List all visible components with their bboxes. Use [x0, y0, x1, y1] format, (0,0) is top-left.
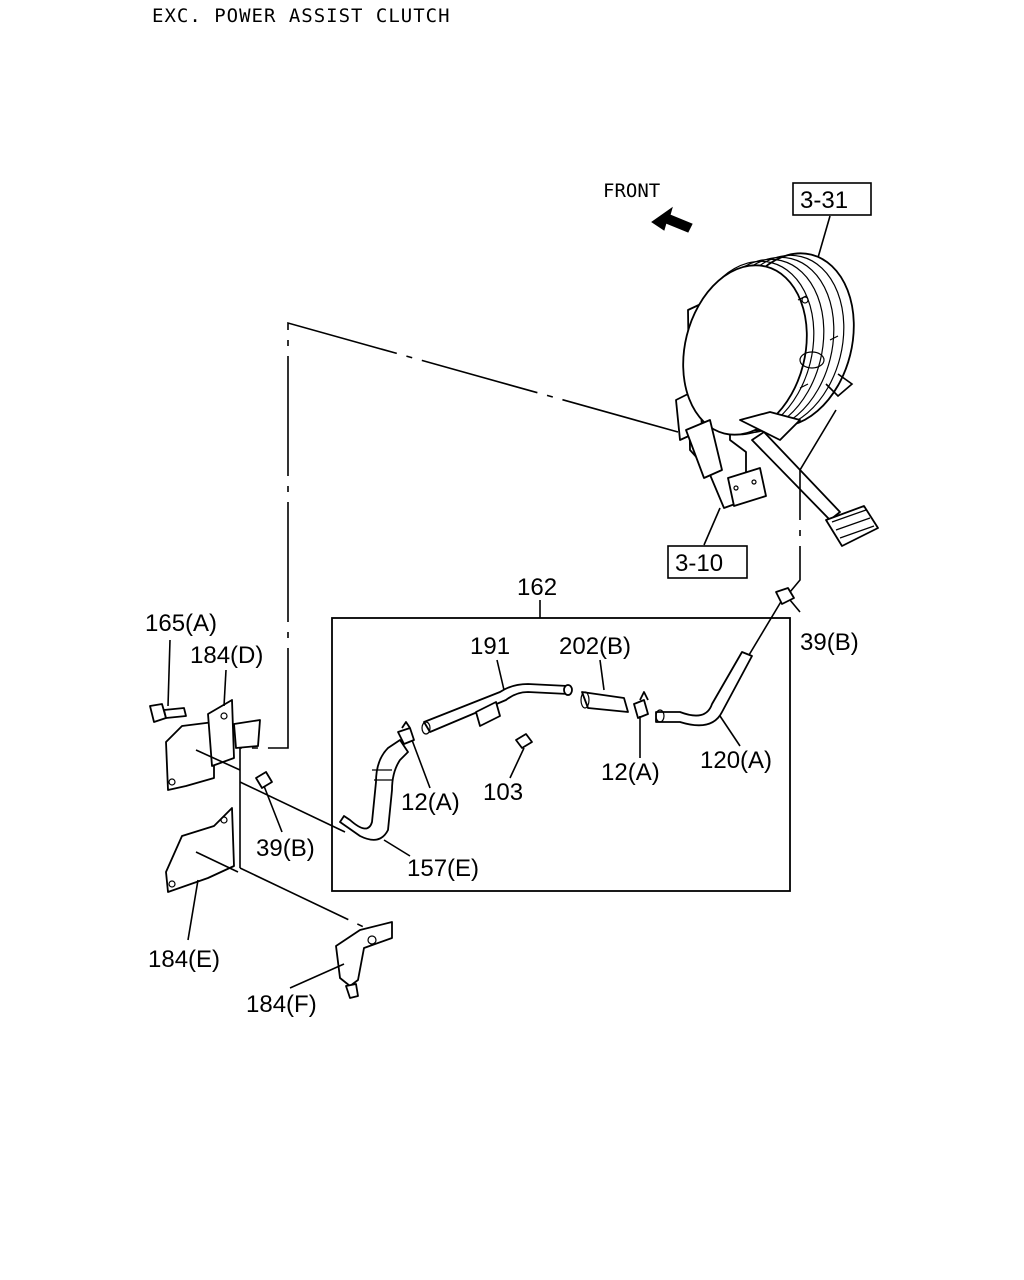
callout-12a-right: 12(A)	[601, 759, 660, 786]
diagram-title: EXC. POWER ASSIST CLUTCH	[152, 5, 451, 27]
hose-157e[interactable]	[339, 739, 409, 841]
clamp-12a-right[interactable]	[633, 691, 649, 719]
clamp-39b-top[interactable]	[775, 587, 795, 605]
reference-3-31-label: 3-31	[800, 187, 848, 214]
pipe-120a[interactable]	[655, 651, 753, 727]
callout-165a: 165(A)	[145, 610, 217, 637]
callout-162: 162	[517, 574, 557, 601]
callout-39b-left: 39(B)	[256, 835, 315, 862]
clamp-39b-left[interactable]	[255, 771, 273, 789]
hose-202b[interactable]	[581, 691, 629, 713]
bolt-165a[interactable]	[149, 703, 187, 723]
callout-12a-left: 12(A)	[401, 789, 460, 816]
callout-184e: 184(E)	[148, 946, 220, 973]
reference-box-3-31[interactable]: 3-31	[792, 182, 872, 216]
front-label: FRONT	[603, 180, 660, 202]
clamp-12a-left[interactable]	[397, 721, 415, 745]
callout-184d: 184(D)	[190, 642, 263, 669]
pipe-assembly-box	[331, 617, 791, 892]
bracket-184d[interactable]	[165, 699, 261, 791]
reference-box-3-10[interactable]: 3-10	[667, 545, 748, 579]
bracket-184f[interactable]	[335, 921, 393, 999]
callout-191: 191	[470, 633, 510, 660]
reference-3-10-label: 3-10	[675, 550, 723, 577]
callout-202b: 202(B)	[559, 633, 631, 660]
callout-39b-top: 39(B)	[800, 629, 859, 656]
callout-184f: 184(F)	[246, 991, 317, 1018]
callout-103: 103	[483, 779, 523, 806]
bracket-184e[interactable]	[165, 807, 239, 893]
callout-120a: 120(A)	[700, 747, 772, 774]
callout-157e: 157(E)	[407, 855, 479, 882]
clutch-booster-assembly	[675, 252, 879, 547]
front-arrow-icon	[651, 206, 693, 233]
bracket-103[interactable]	[475, 701, 501, 727]
